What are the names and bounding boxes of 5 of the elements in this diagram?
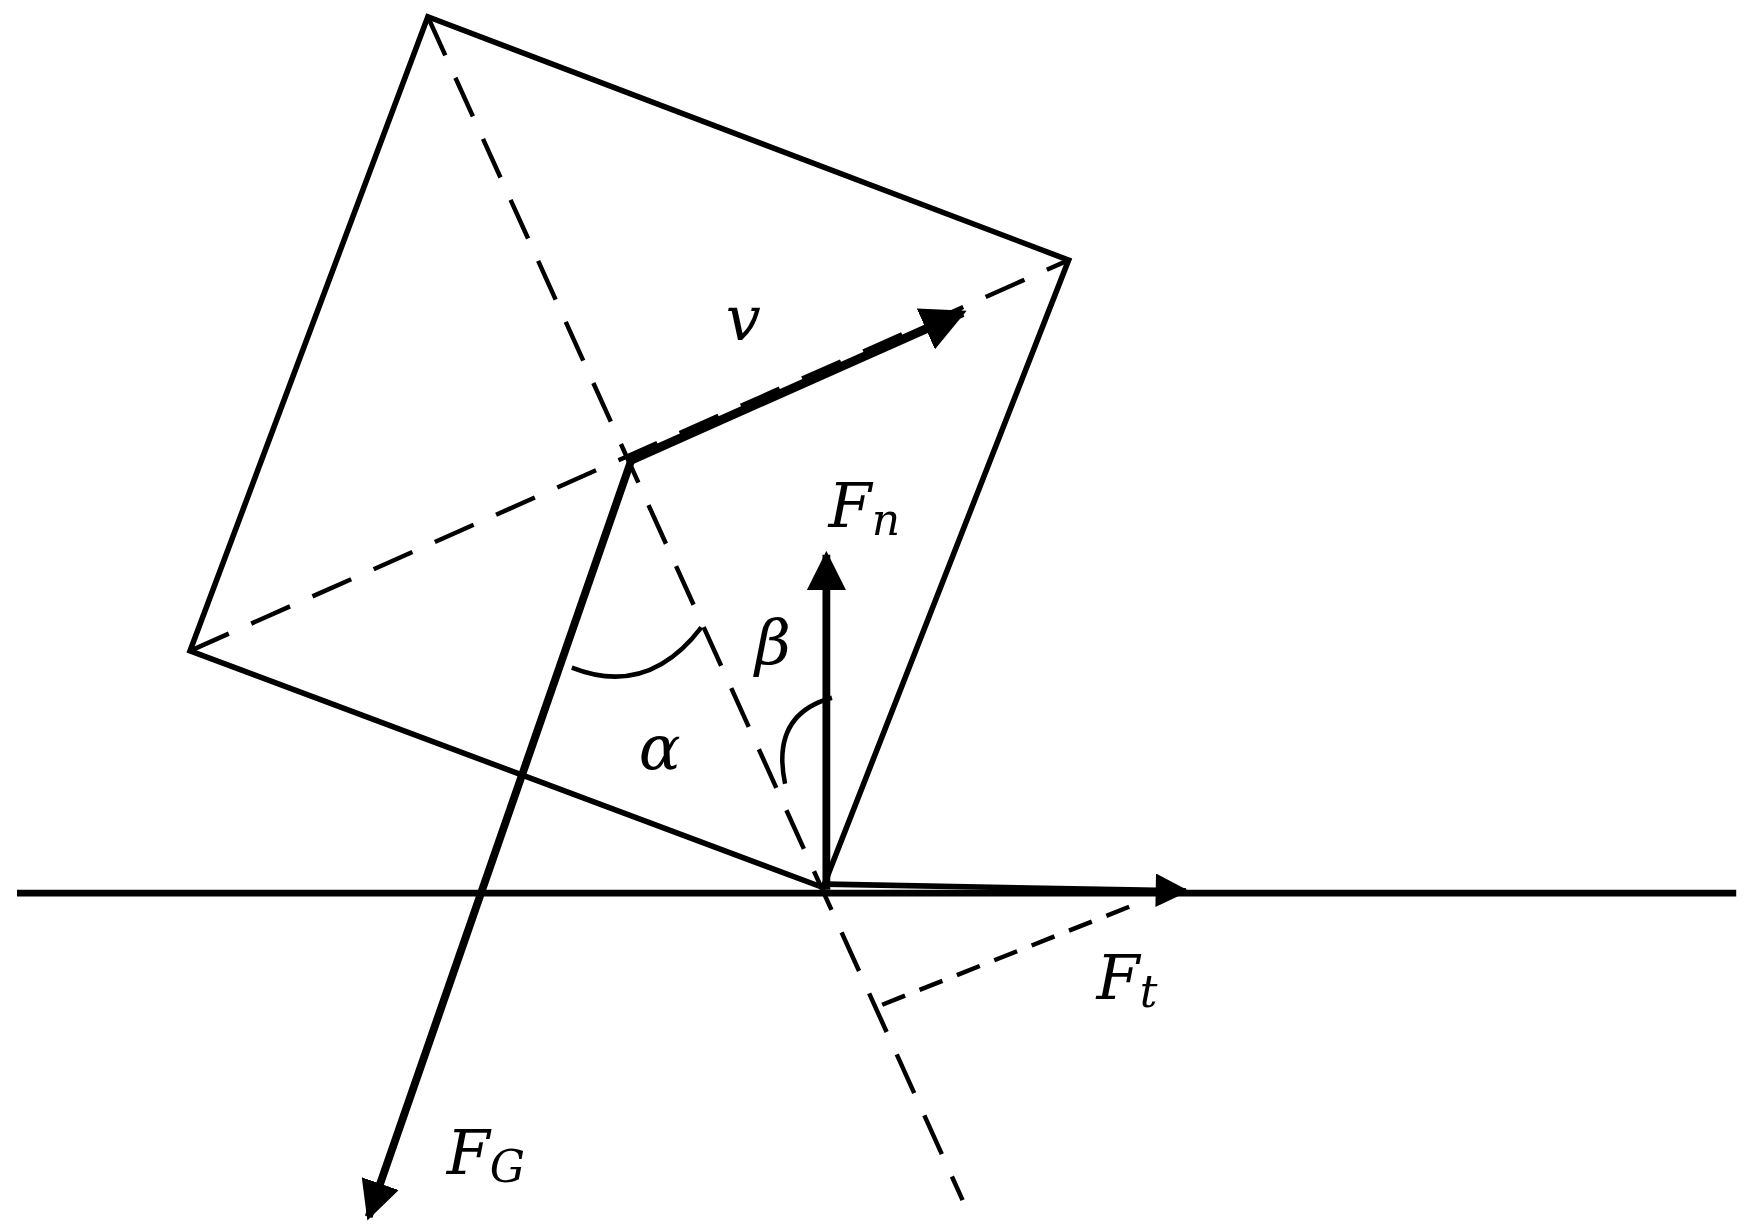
- vector-label: F$_{t}$: [1096, 946, 1158, 1014]
- angle-label: α: [638, 716, 681, 779]
- vector-label: F$_{n}$: [828, 474, 900, 542]
- vector-label: F$_{G}$: [446, 1122, 525, 1190]
- vector-label: v: [725, 288, 761, 351]
